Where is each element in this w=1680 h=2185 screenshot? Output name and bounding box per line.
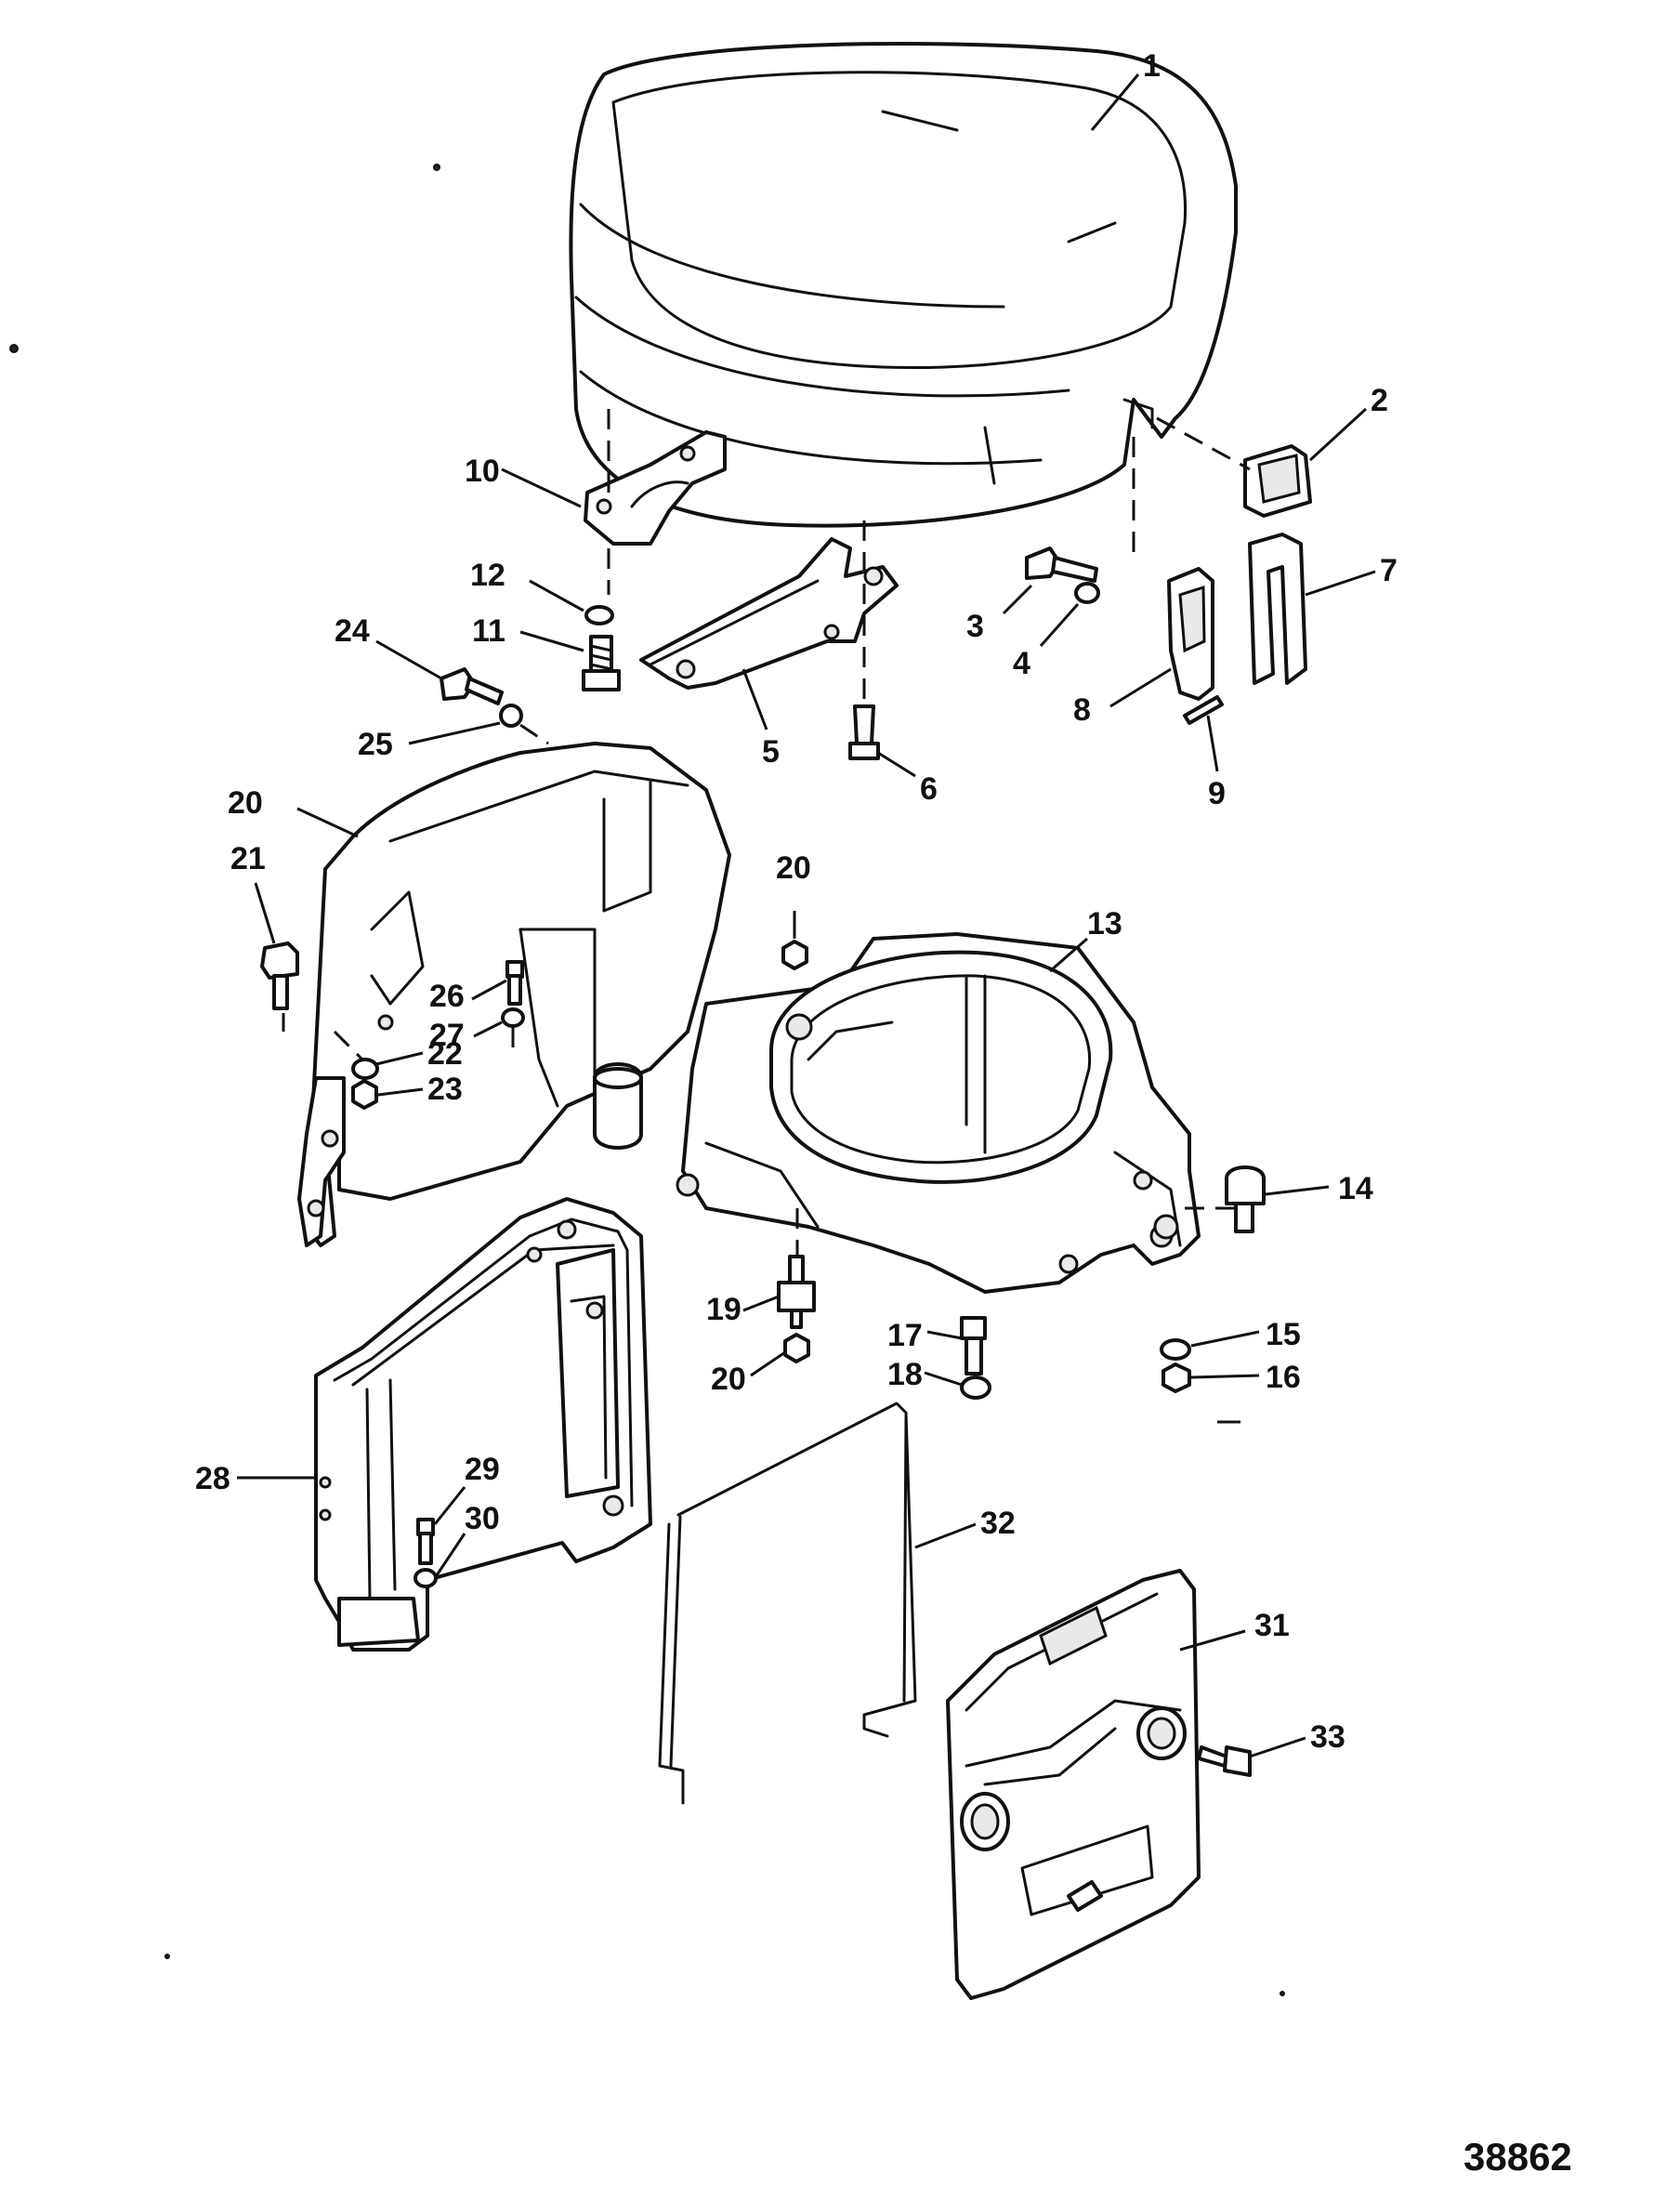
- callout-13: 13: [1087, 906, 1122, 941]
- callout-27: 26: [429, 979, 465, 1014]
- bolt-27: [505, 960, 524, 1006]
- callout-10: 10: [465, 454, 500, 489]
- wire-rod-33: [658, 1402, 917, 1805]
- bolt-30: [416, 1518, 435, 1565]
- callout-17: 17: [887, 1318, 923, 1353]
- bolt-3: [1025, 546, 1098, 583]
- callout-1: 1: [1143, 48, 1161, 84]
- callout-14: 14: [1338, 1171, 1373, 1206]
- callout-33: 32: [980, 1506, 1016, 1541]
- lock-washer-12: [584, 605, 614, 625]
- callout-7: 7: [1380, 553, 1398, 588]
- callout-23: 22: [427, 1036, 463, 1072]
- front-frame-29: [314, 1197, 652, 1652]
- washer-23: [351, 1058, 379, 1080]
- callout-21: 20: [228, 785, 263, 821]
- front-cover-32: [946, 1569, 1201, 2000]
- callout-25: 24: [335, 613, 370, 649]
- callout-15: 15: [1266, 1317, 1301, 1352]
- mounting-plate-13: [676, 932, 1201, 1294]
- callout-5: 5: [762, 734, 780, 770]
- callout-11: 11: [472, 613, 505, 649]
- stud-14: [1225, 1165, 1266, 1233]
- callout-4: 4: [1013, 646, 1030, 681]
- nut-24: [351, 1079, 378, 1110]
- washer-31: [413, 1568, 438, 1588]
- callout-8: 8: [1073, 692, 1091, 728]
- washer-15: [1160, 1338, 1191, 1361]
- screw-34: [1197, 1745, 1252, 1777]
- callout-24: 23: [427, 1072, 463, 1107]
- leader-1: [1090, 73, 1140, 131]
- callout-6: 6: [920, 771, 938, 807]
- figure-number: 38862: [1463, 2135, 1572, 2178]
- damper-mount-19: [777, 1255, 816, 1329]
- top-cowl-part: [569, 42, 1238, 528]
- callout-18: 18: [887, 1357, 923, 1392]
- washer-4: [1074, 582, 1100, 604]
- screw-11: [582, 635, 621, 691]
- callout-34: 33: [1310, 1719, 1345, 1755]
- washer-18: [960, 1375, 991, 1400]
- callout-31: 30: [465, 1501, 500, 1536]
- nut-20-lower: [783, 1333, 810, 1363]
- callout-20-lower: 20: [711, 1362, 746, 1397]
- bolt-17: [960, 1316, 987, 1375]
- latch-lever-8: [1167, 567, 1214, 701]
- cowl-bracket-part: [584, 430, 727, 546]
- callout-28: 27: [429, 1018, 465, 1053]
- callout-30: 29: [465, 1452, 500, 1487]
- callout-3: 3: [966, 609, 984, 644]
- nut-20-upper: [781, 940, 808, 970]
- callout-29: 28: [195, 1461, 230, 1496]
- washer-28: [501, 1007, 525, 1028]
- callout-9: 9: [1208, 776, 1226, 811]
- washer-26: [499, 704, 523, 728]
- pan-cover-part: [639, 537, 899, 690]
- latch-handle-part: [1243, 444, 1312, 518]
- callout-12: 12: [470, 558, 505, 593]
- callout-32: 31: [1254, 1608, 1290, 1643]
- bolt-25: [440, 667, 504, 705]
- stud-22: [260, 941, 299, 1010]
- nut-16: [1162, 1362, 1191, 1393]
- latch-plate-7: [1248, 533, 1307, 685]
- scan-specks: [9, 164, 1285, 1996]
- pin-9: [1183, 695, 1224, 725]
- callout-22: 21: [230, 841, 266, 876]
- callout-16: 16: [1266, 1360, 1301, 1395]
- callout-20-upper: 20: [776, 850, 811, 886]
- callout-26: 25: [358, 727, 393, 762]
- callout-19: 19: [706, 1292, 742, 1327]
- screw-6: [848, 704, 880, 760]
- callout-2: 2: [1371, 383, 1388, 418]
